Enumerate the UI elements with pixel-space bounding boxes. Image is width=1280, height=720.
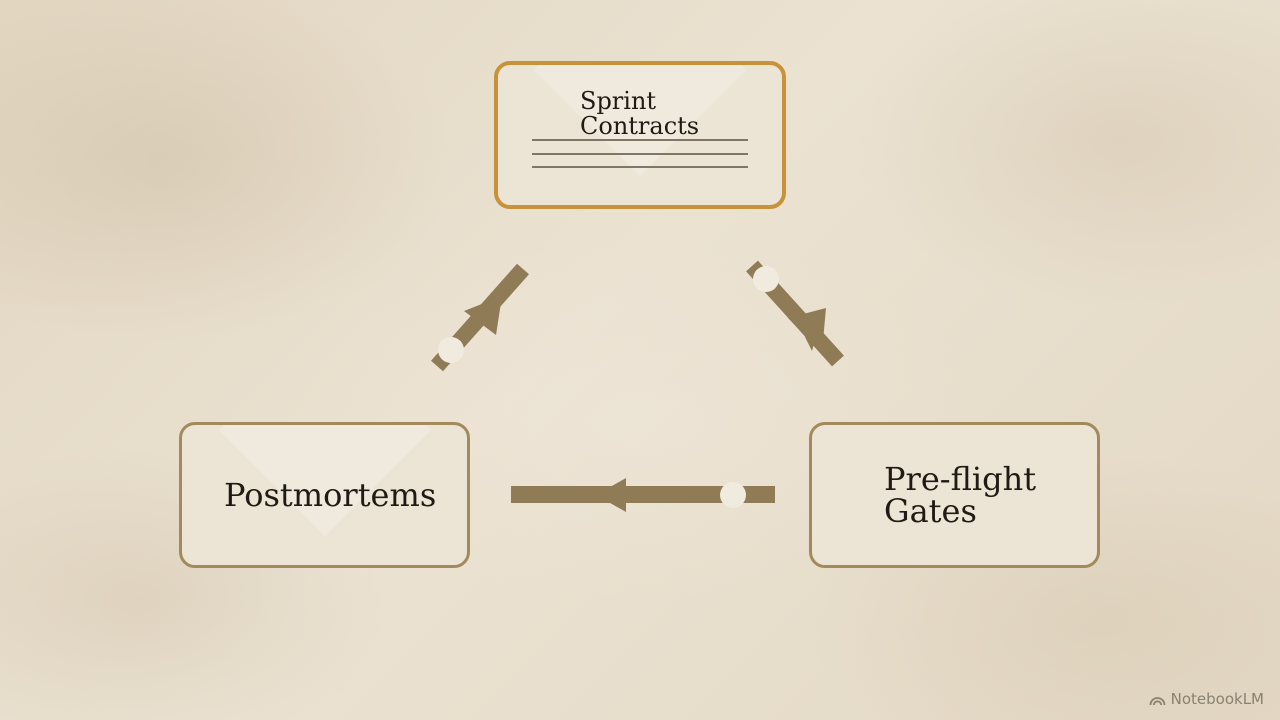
arrow-postmortems-to-sprint xyxy=(431,263,529,372)
watermark: NotebookLM xyxy=(1149,690,1264,708)
node-postmortems: Postmortems xyxy=(179,422,470,568)
watermark-text: NotebookLM xyxy=(1170,690,1264,708)
note-line xyxy=(532,139,748,141)
note-line xyxy=(532,153,748,155)
note-line xyxy=(532,166,748,168)
node-preflight-gates: Pre-flight Gates xyxy=(809,422,1100,568)
notebooklm-logo-icon xyxy=(1149,696,1166,705)
node-label-sprint-contracts: Sprint Contracts xyxy=(580,87,700,140)
node-label-preflight-gates: Pre-flight Gates xyxy=(884,460,1037,530)
node-sprint-contracts: Sprint Contracts xyxy=(494,61,786,209)
node-label-postmortems: Postmortems xyxy=(224,476,437,514)
arrow-preflight-to-postmortems xyxy=(511,478,775,512)
arrow-sprint-to-preflight xyxy=(746,260,844,367)
